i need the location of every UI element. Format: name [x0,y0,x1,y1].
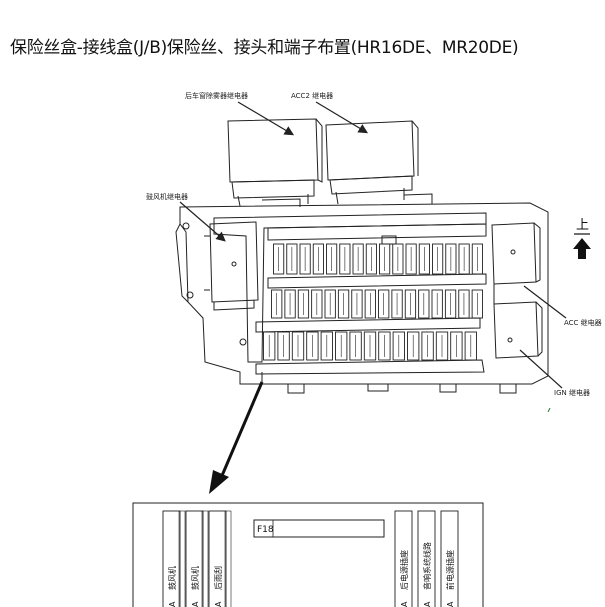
fuse-slot [339,243,351,275]
fuse-slot [378,289,390,319]
fuse-slot [326,243,338,275]
fuse-row-upper [273,243,483,275]
fuse-amperage: A [214,601,223,607]
pointer-arrow [209,381,264,494]
fuse-slot [418,289,430,319]
fuse-slot [458,289,470,319]
fuse-slot [286,243,298,275]
small-mark [547,407,551,413]
relay-acc2 [325,120,419,205]
label-rear-defogger-relay: 后车窗除雾器继电器 [185,91,248,100]
fuse-circuit-name: 后电源插座 [399,550,409,590]
fuse-table-divider [201,510,209,607]
fuse-slot [297,289,310,319]
fuse-slot [320,331,333,361]
fuse-slot [471,243,483,275]
fuse-slot [418,243,430,275]
fuse-slot [471,289,483,319]
fuse-table-column: 后电源插座 A [394,510,413,607]
fuse-amperage: A [400,601,409,607]
fuse-table-column: 鼓风机 A [185,510,204,607]
label-acc2-relay: ACC2 继电器 [291,91,333,100]
relay-ign [493,284,543,359]
fuse-circuit-name: 鼓风机 [167,566,177,590]
fuse-circuit-name: 后雨刮 [213,566,223,590]
fuse-circuit-name: 前电源插座 [445,550,455,590]
fuse-amperage: A [168,601,177,607]
fuse-slot [271,289,283,319]
fuse-table-left-columns: 鼓风机 A 鼓风机 A 后雨刮 A [162,510,232,607]
fuse-table-right-columns: 后电源插座 A 音响系统线路 A 前电源插座 A [394,510,459,607]
fuse-table-column: 鼓风机 A [162,510,181,607]
up-direction-indicator: 上 [573,218,591,259]
relay-acc [491,222,541,285]
fuse-table: 鼓风机 A 鼓风机 A 后雨刮 A 后电源插座 A 音响系统线路 A 前电源插座 A F18 [132,502,484,607]
fuse-row-middle [271,289,483,319]
fuse-slot [431,289,443,319]
fuse-slot [450,331,463,361]
fuse-slot [435,331,449,361]
fuse-circuit-name: 音响系统线路 [422,542,432,590]
relay-blower [204,221,259,311]
up-arrow-icon [573,238,591,259]
fuse-slot [407,331,420,361]
fuse-slot [312,243,324,275]
fuse-slot [464,331,477,361]
fuse-slot [392,331,405,361]
fuse-amperage: A [446,601,455,607]
fuse-table-divider [224,510,232,607]
leader-lines [179,101,567,389]
fuse-circuit-name: 鼓风机 [190,566,200,590]
fuse-slot [392,243,404,275]
up-label: 上 [576,218,589,233]
label-blower-relay: 鼓风机继电器 [146,192,188,201]
fuse-slot [404,289,417,319]
fuse-slot [351,289,363,319]
connector-id: F18 [257,525,274,535]
fuse-slot [299,243,311,275]
fuse-slot [458,243,470,275]
page-title: 保险丝盒-接线盒(J/B)保险丝、接头和端子布置(HR16DE、MR20DE) [10,38,519,58]
fuse-slot [263,331,276,361]
fuse-slot [273,243,285,275]
fuse-slot [335,331,348,361]
fuse-slot [284,289,296,319]
fuse-slot [364,289,376,319]
fuse-slot [444,289,457,319]
fuse-slot [349,331,362,361]
fuse-slot [378,331,391,361]
fuse-slot [445,243,457,275]
fuse-table-column: 音响系统线路 A [417,510,436,607]
relay-rear-defogger [227,118,323,207]
fuse-slot [391,289,403,319]
fuse-table-column: 前电源插座 A [440,510,459,607]
fuse-table-column: 后雨刮 A [208,510,227,607]
fuse-slot [432,243,444,275]
fuse-slot [311,289,323,319]
fuse-slot [363,331,377,361]
connector-box [253,519,385,538]
fuse-amperage: A [191,601,200,607]
fuse-slot [365,243,377,275]
fuse-slot [306,331,319,361]
fuse-slot [352,243,364,275]
fuse-table-divider [178,510,186,607]
fuse-slot [277,331,290,361]
fuse-slot [324,289,336,319]
fuse-slot [421,331,434,361]
label-ign-relay: IGN 继电器 [554,388,590,397]
fuse-box-housing [175,193,549,394]
fuse-slot [337,289,350,319]
fuse-slot [405,243,417,275]
label-acc-relay: ACC 继电器 [564,318,602,327]
fuse-slot [379,243,391,275]
fuse-slot [291,331,305,361]
fuse-row-lower [263,331,477,361]
fuse-amperage: A [423,601,432,607]
